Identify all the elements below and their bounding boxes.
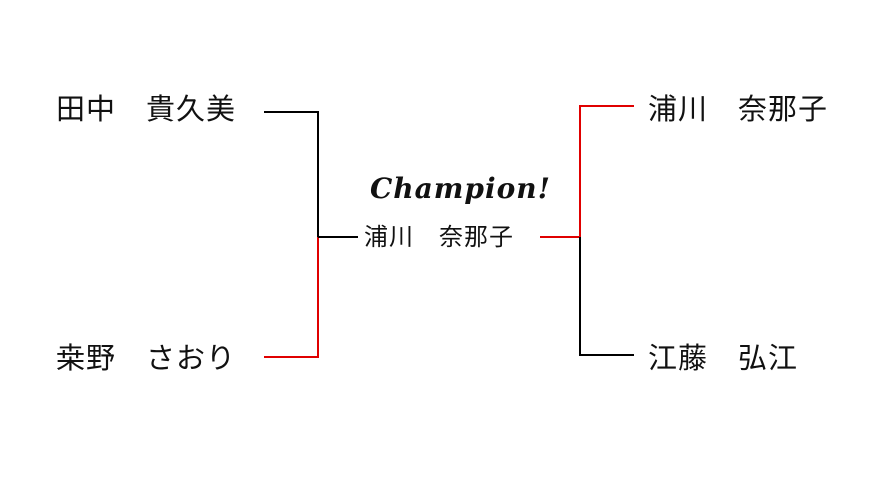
right-top-connector bbox=[579, 105, 634, 237]
right-bottom-player-name: 江藤 弘江 bbox=[648, 341, 799, 375]
champion-name: 浦川 奈那子 bbox=[364, 223, 514, 251]
left-top-connector bbox=[264, 111, 319, 237]
left-top-player-name: 田中 貴久美 bbox=[56, 92, 237, 126]
left-bottom-player-name: 桒野 さおり bbox=[56, 341, 237, 375]
champion-heading: Champion! bbox=[370, 172, 551, 205]
left-bottom-connector bbox=[264, 237, 319, 358]
right-top-player-name: 浦川 奈那子 bbox=[648, 92, 829, 126]
right-bottom-connector bbox=[579, 237, 634, 356]
